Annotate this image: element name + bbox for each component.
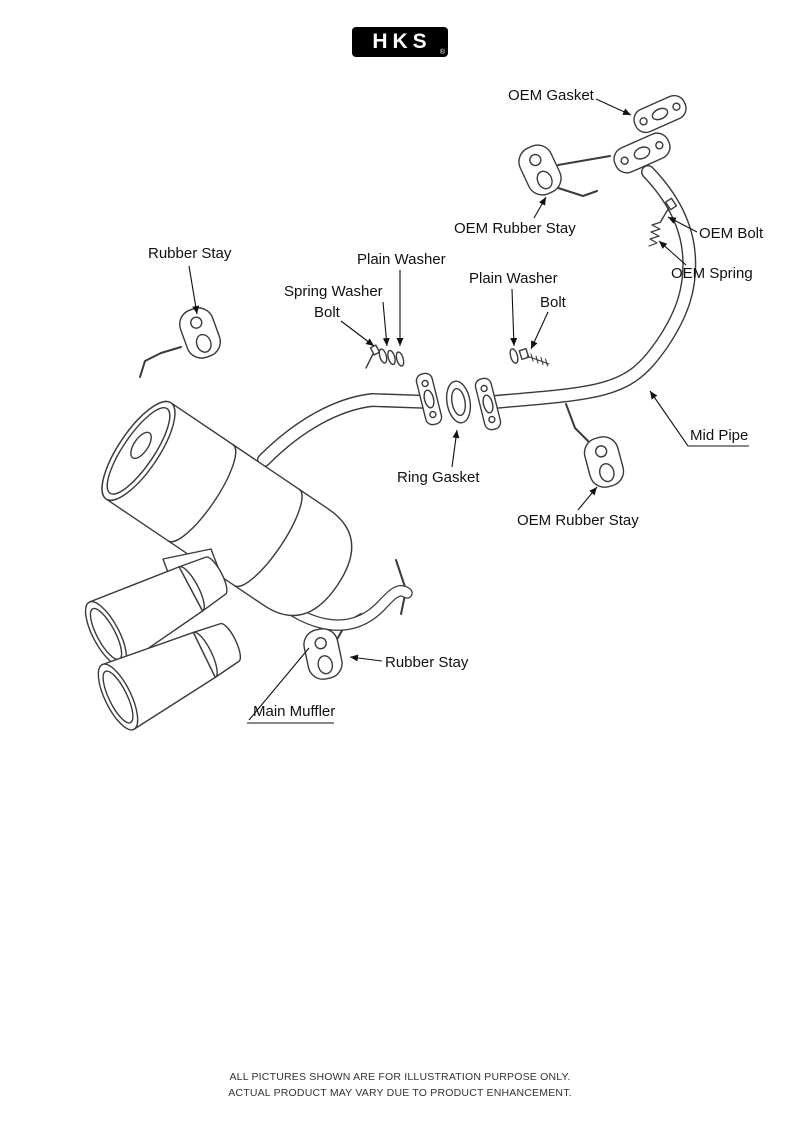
hanger-rods <box>139 155 611 642</box>
bolt-washers-left-drawing <box>365 344 405 369</box>
bolt-washer-right-drawing <box>509 347 550 367</box>
label-rubber-stay-bottom: Rubber Stay <box>385 654 469 671</box>
hks-logo-text: HKS <box>372 30 432 53</box>
label-ring-gasket: Ring Gasket <box>397 469 480 486</box>
leader-spring-washer <box>382 301 390 347</box>
oem-spring-drawing <box>648 221 662 247</box>
leader-rubber-stay-left <box>188 265 200 315</box>
leader-bolt-right <box>530 311 549 350</box>
label-main-muffler: Main Muffler <box>253 703 336 720</box>
ring-gasket-drawing <box>445 380 472 424</box>
label-oem-spring: OEM Spring <box>671 265 753 282</box>
leader-oem-rubber-stay-bottom <box>577 486 598 511</box>
leader-bolt-left <box>340 320 375 347</box>
label-oem-rubber-stay-top: OEM Rubber Stay <box>454 220 576 237</box>
muffler-inlet-pipe-drawing <box>257 392 437 467</box>
label-oem-gasket: OEM Gasket <box>508 87 594 104</box>
leader-oem-rubber-stay-top <box>533 196 547 219</box>
leader-plain-washer-right <box>510 288 518 347</box>
registered-trademark-icon: ® <box>439 49 445 56</box>
label-rubber-stay-left: Rubber Stay <box>148 245 232 262</box>
leader-rubber-stay-bottom <box>349 654 383 662</box>
mid-pipe-top-flange-drawing <box>613 132 671 174</box>
rubber-stay-bottom-drawing <box>300 625 346 683</box>
disclaimer-line-1: ALL PICTURES SHOWN ARE FOR ILLUSTRATION … <box>229 1071 571 1083</box>
leader-oem-spring <box>658 240 687 266</box>
rubber-stay-left-drawing <box>174 302 226 364</box>
main-muffler-drawing <box>101 400 353 617</box>
exhaust-tip-lower <box>97 622 242 731</box>
label-oem-bolt: OEM Bolt <box>699 225 764 242</box>
oem-rubber-stay-mid-drawing <box>580 432 628 492</box>
tail-pipe-drawing <box>262 585 413 631</box>
leader-ring-gasket <box>451 429 460 468</box>
label-plain-washer-left: Plain Washer <box>357 251 446 268</box>
hks-logo: HKS ® <box>352 27 448 57</box>
disclaimer-line-2: ACTUAL PRODUCT MAY VARY DUE TO PRODUCT E… <box>228 1087 572 1099</box>
label-bolt-right: Bolt <box>540 294 566 311</box>
mid-pipe-front-flange-drawing <box>474 377 502 431</box>
oem-gasket-drawing <box>633 94 687 134</box>
mid-pipe-drawing <box>487 165 697 409</box>
leader-main-muffler <box>248 647 310 721</box>
label-oem-rubber-stay-bottom: OEM Rubber Stay <box>517 512 639 529</box>
oem-rubber-stay-top-drawing <box>513 139 567 201</box>
label-bolt-left: Bolt <box>314 304 340 321</box>
leader-oem-bolt <box>667 216 698 233</box>
label-spring-washer: Spring Washer <box>284 283 383 300</box>
leader-oem-gasket <box>595 98 632 116</box>
exhaust-tip-upper <box>84 556 228 668</box>
leader-mid-pipe <box>649 390 749 447</box>
label-plain-washer-right: Plain Washer <box>469 270 558 287</box>
muffler-flange-drawing <box>415 372 443 426</box>
oem-bolt-drawing <box>660 197 678 222</box>
leader-lines <box>188 98 749 724</box>
label-mid-pipe: Mid Pipe <box>690 427 749 444</box>
